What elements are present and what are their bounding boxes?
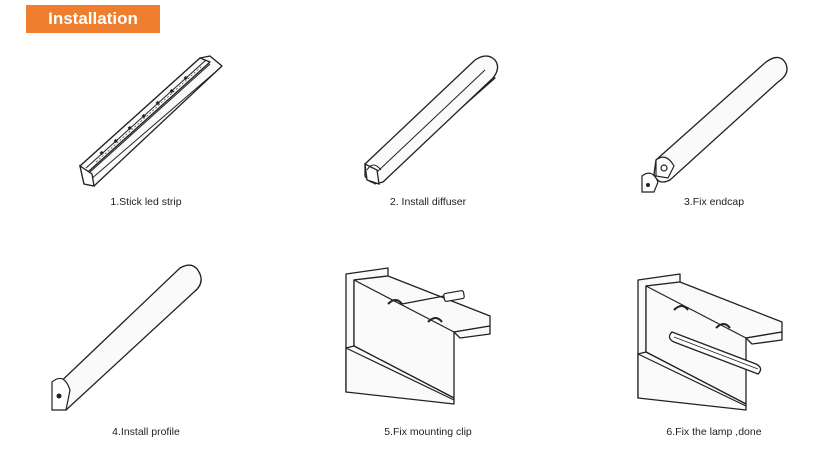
section-title: Installation bbox=[26, 5, 160, 33]
step-2-caption: 2. Install diffuser bbox=[389, 196, 467, 208]
step-6-illustration bbox=[637, 273, 783, 411]
step-1-caption: 1.Stick led strip bbox=[110, 196, 182, 208]
step-4-caption: 4.Install profile bbox=[112, 426, 180, 438]
step-4-illustration bbox=[51, 264, 202, 411]
step-3-caption: 3.Fix endcap bbox=[683, 196, 745, 208]
step-5-caption: 5.Fix mounting clip bbox=[384, 426, 472, 438]
step-1-illustration bbox=[79, 55, 223, 187]
step-3-illustration bbox=[641, 56, 788, 193]
step-5-illustration bbox=[345, 267, 491, 405]
step-6-caption: 6.Fix the lamp ,done bbox=[666, 426, 762, 438]
step-2-illustration bbox=[364, 55, 499, 185]
